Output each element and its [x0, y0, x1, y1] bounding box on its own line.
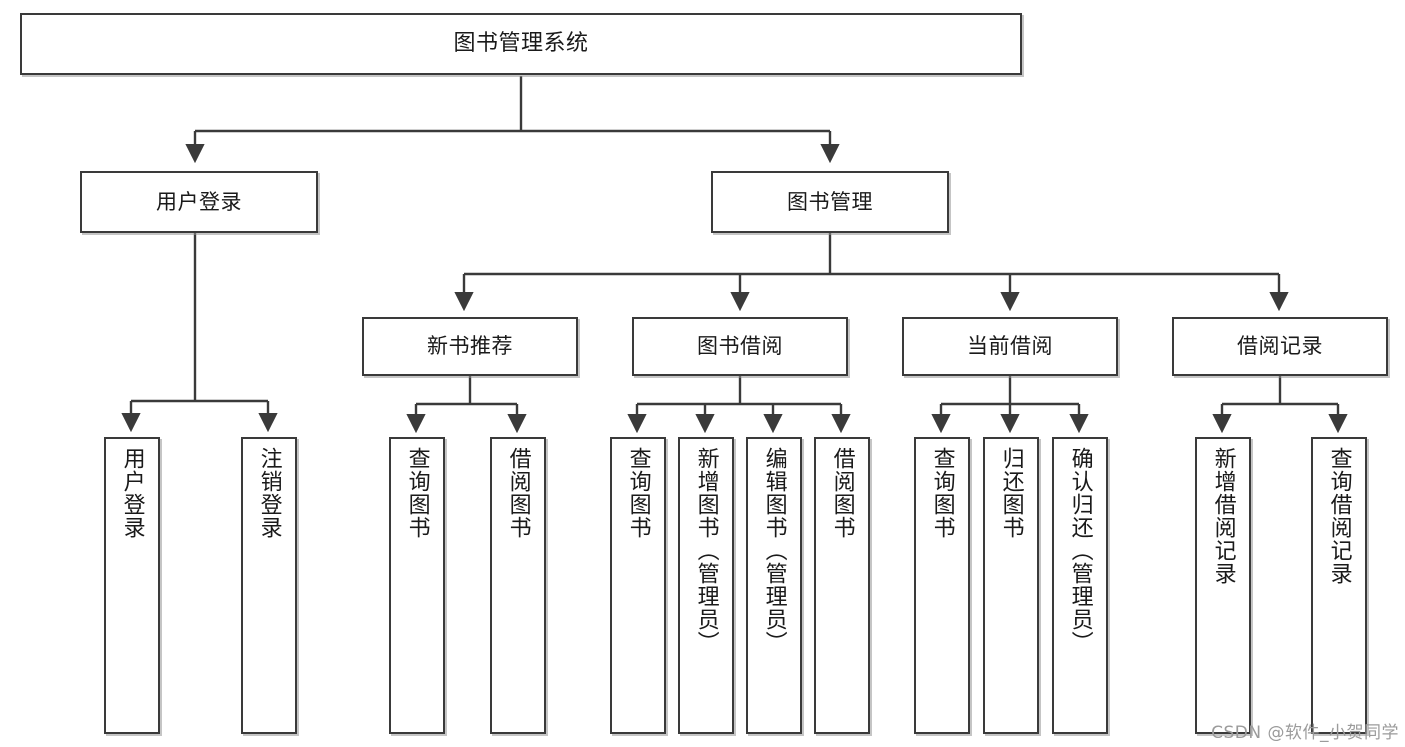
leaf-records-add-label: 新增借阅记录: [1210, 447, 1236, 585]
leaf-user-login[interactable]: 用户登录: [104, 437, 160, 734]
leaf-newbooks-query-label: 查询图书: [404, 447, 430, 539]
leaf-borrow-add-label: 新增图书（管理员）: [693, 447, 719, 654]
leaf-records-add[interactable]: 新增借阅记录: [1195, 437, 1251, 734]
leaf-user-logout[interactable]: 注销登录: [241, 437, 297, 734]
leaf-records-query[interactable]: 查询借阅记录: [1311, 437, 1367, 734]
leaf-borrow-add[interactable]: 新增图书（管理员）: [678, 437, 734, 734]
leaf-borrow-borrow[interactable]: 借阅图书: [814, 437, 870, 734]
leaf-current-confirm[interactable]: 确认归还（管理员）: [1052, 437, 1108, 734]
leaf-user-logout-label: 注销登录: [256, 447, 282, 539]
node-current-borrow-label: 当前借阅: [967, 334, 1053, 359]
node-book-manage[interactable]: 图书管理: [711, 171, 949, 233]
node-root-label: 图书管理系统: [453, 31, 589, 57]
node-borrow[interactable]: 图书借阅: [632, 317, 848, 376]
leaf-borrow-query-label: 查询图书: [625, 447, 651, 539]
leaf-newbooks-query[interactable]: 查询图书: [389, 437, 445, 734]
node-book-manage-label: 图书管理: [787, 189, 873, 214]
leaf-borrow-edit-label: 编辑图书（管理员）: [761, 447, 787, 654]
node-root[interactable]: 图书管理系统: [20, 13, 1022, 75]
leaf-newbooks-borrow[interactable]: 借阅图书: [490, 437, 546, 734]
leaf-current-return[interactable]: 归还图书: [983, 437, 1039, 734]
leaf-records-query-label: 查询借阅记录: [1326, 447, 1352, 585]
node-borrow-records-label: 借阅记录: [1237, 334, 1323, 359]
node-current-borrow[interactable]: 当前借阅: [902, 317, 1118, 376]
node-user-login-label: 用户登录: [156, 189, 242, 214]
leaf-borrow-query[interactable]: 查询图书: [610, 437, 666, 734]
leaf-current-confirm-label: 确认归还（管理员）: [1067, 447, 1093, 654]
node-borrow-records[interactable]: 借阅记录: [1172, 317, 1388, 376]
leaf-current-query[interactable]: 查询图书: [914, 437, 970, 734]
leaf-current-return-label: 归还图书: [998, 447, 1024, 539]
node-new-books[interactable]: 新书推荐: [362, 317, 578, 376]
node-new-books-label: 新书推荐: [427, 334, 513, 359]
leaf-current-query-label: 查询图书: [929, 447, 955, 539]
leaf-borrow-edit[interactable]: 编辑图书（管理员）: [746, 437, 802, 734]
node-borrow-label: 图书借阅: [697, 334, 783, 359]
leaf-user-login-label: 用户登录: [119, 447, 145, 539]
csdn-watermark: CSDN @软件_小贺同学: [1211, 723, 1399, 743]
node-user-login[interactable]: 用户登录: [80, 171, 318, 233]
leaf-borrow-borrow-label: 借阅图书: [829, 447, 855, 539]
leaf-newbooks-borrow-label: 借阅图书: [505, 447, 531, 539]
